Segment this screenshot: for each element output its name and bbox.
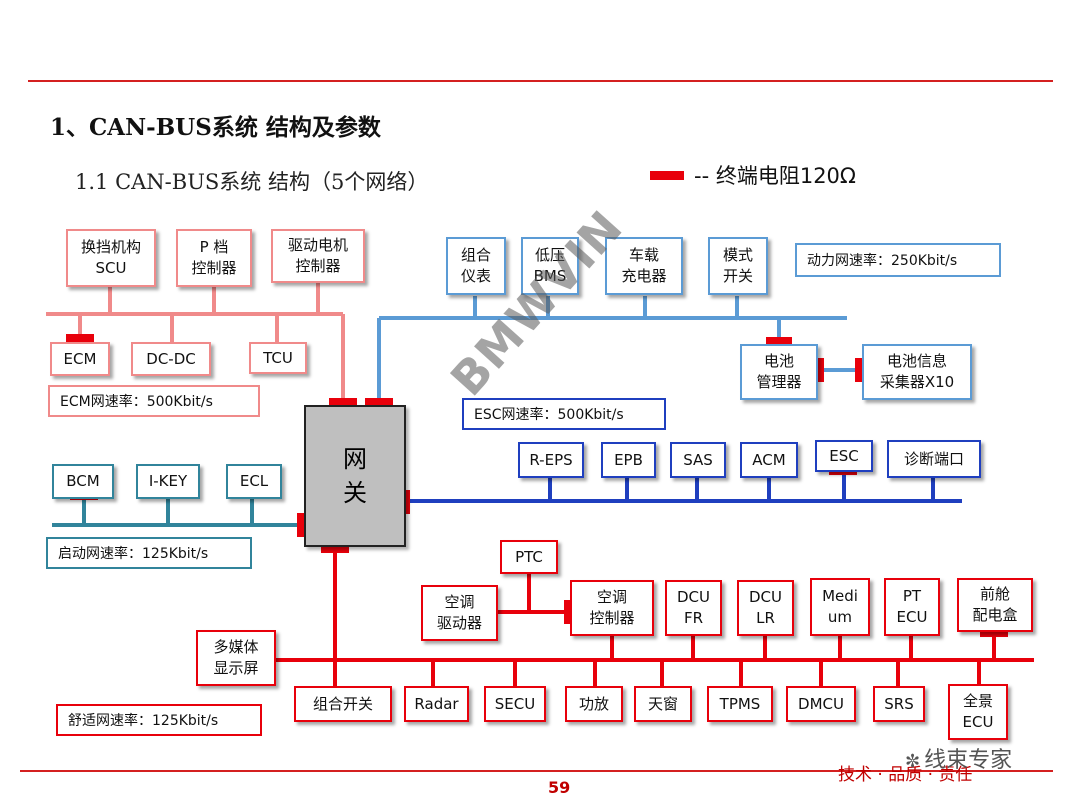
node-scu: 换挡机构 SCU [66, 229, 156, 287]
node-radar: Radar [404, 686, 469, 722]
page-subtitle: 1.1 CAN-BUS系统 结构（5个网络） [75, 170, 429, 194]
wechat-watermark: ✼线束专家 [905, 742, 1012, 774]
node-ac-driver: 空调 驱动器 [421, 585, 498, 641]
node-dcu-lr: DCU LR [737, 580, 794, 636]
node-motor-controller: 驱动电机 控制器 [271, 229, 365, 283]
node-tcu: TCU [249, 342, 307, 374]
termination-resistor-swatch [650, 170, 684, 180]
node-ecl: ECL [226, 464, 282, 499]
node-ptc: PTC [500, 540, 558, 574]
node-multimedia-display: 多媒体 显示屏 [196, 630, 276, 686]
footer-slogan: 技术 · 品质 · 责任 [838, 765, 973, 785]
comfort-bus [196, 547, 1034, 686]
legend-label: -- 终端电阻120Ω [694, 164, 856, 188]
start-bus [52, 499, 304, 527]
wechat-account-name: 线束专家 [924, 748, 1013, 773]
node-amplifier: 功放 [565, 686, 623, 722]
node-instrument-cluster: 组合 仪表 [446, 237, 506, 295]
node-i-key: I-KEY [136, 464, 200, 499]
node-srs: SRS [873, 686, 925, 722]
node-esc: ESC [815, 440, 873, 472]
node-sunroof: 天窗 [634, 686, 692, 722]
node-mode-switch: 模式 开关 [708, 237, 768, 295]
esc-rate-label: ESC网速率：500Kbit/s [462, 398, 666, 430]
gateway: 网 关 [304, 405, 406, 547]
page-number: 59 [548, 778, 571, 797]
node-epb: EPB [601, 442, 656, 478]
node-diagnostic-port: 诊断端口 [887, 440, 981, 478]
node-combination-switch: 组合开关 [294, 686, 392, 722]
node-dcu-fr: DCU FR [665, 580, 722, 636]
node-p-gear-controller: P 档 控制器 [176, 229, 252, 287]
start-rate-label: 启动网速率：125Kbit/s [46, 537, 252, 569]
page-title: 1、CAN-BUS系统 结构及参数 [50, 114, 381, 141]
node-sas: SAS [670, 442, 726, 478]
ecm-bus [46, 283, 345, 404]
node-onboard-charger: 车载 充电器 [605, 237, 683, 295]
node-r-eps: R-EPS [518, 442, 584, 478]
node-panoramic-ecu: 全景 ECU [948, 684, 1008, 740]
node-ecm: ECM [50, 342, 110, 376]
node-battery-manager: 电池 管理器 [740, 344, 818, 400]
legend: -- 终端电阻120Ω [650, 160, 856, 190]
node-bcm: BCM [52, 464, 114, 499]
node-tpms: TPMS [707, 686, 773, 722]
comfort-rate-label: 舒适网速率：125Kbit/s [56, 704, 262, 736]
node-pt-ecu: PT ECU [884, 578, 940, 636]
ecm-rate-label: ECM网速率：500Kbit/s [48, 385, 260, 417]
node-dc-dc: DC-DC [131, 342, 211, 376]
node-dmcu: DMCU [786, 686, 856, 722]
node-secu: SECU [484, 686, 546, 722]
node-ac-controller: 空调 控制器 [570, 580, 654, 636]
power-bus [377, 296, 860, 404]
node-medium: Medi um [810, 578, 870, 636]
power-rate-label: 动力网速率：250Kbit/s [795, 243, 1001, 277]
node-acm: ACM [740, 442, 798, 478]
node-battery-info-collector: 电池信息 采集器X10 [862, 344, 972, 400]
node-front-distribution-box: 前舱 配电盒 [957, 578, 1033, 632]
wechat-icon: ✼ [905, 751, 921, 772]
node-low-voltage-bms: 低压 BMS [521, 237, 579, 295]
esc-bus [406, 472, 962, 503]
